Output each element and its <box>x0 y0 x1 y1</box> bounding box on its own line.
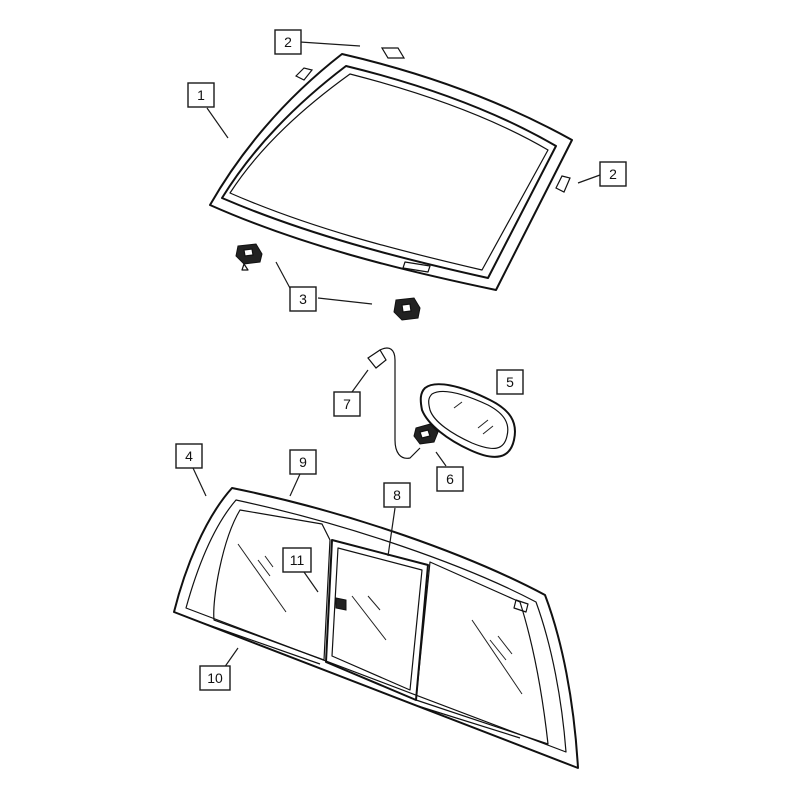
svg-text:6: 6 <box>446 471 454 487</box>
callout-8: 8 <box>383 482 411 508</box>
callout-2-right: 2 <box>599 161 627 187</box>
svg-text:2: 2 <box>284 34 292 50</box>
rearview-mirror <box>419 383 516 458</box>
svg-text:9: 9 <box>299 454 307 470</box>
sensor-part-7 <box>367 347 421 459</box>
svg-text:5: 5 <box>506 374 514 390</box>
clip-part-2-c <box>555 175 571 193</box>
mirror-mount <box>413 423 439 445</box>
svg-text:11: 11 <box>290 552 305 568</box>
callout-3: 3 <box>289 286 317 312</box>
callout-1: 1 <box>187 82 215 108</box>
svg-text:10: 10 <box>207 670 223 686</box>
clip-part-2-b <box>294 67 314 81</box>
callout-9: 9 <box>289 449 317 475</box>
callout-2-top: 2 <box>274 29 302 55</box>
callout-10: 10 <box>199 665 231 691</box>
callout-4: 4 <box>175 443 203 469</box>
svg-text:2: 2 <box>609 166 617 182</box>
windshield <box>209 53 573 291</box>
callout-5: 5 <box>496 369 524 395</box>
clip-part-2-a <box>380 47 406 59</box>
callout-6: 6 <box>436 466 464 492</box>
svg-text:3: 3 <box>299 291 307 307</box>
back-window <box>173 487 579 769</box>
svg-text:7: 7 <box>343 396 351 412</box>
callout-7: 7 <box>333 391 361 417</box>
callout-11: 11 <box>282 547 312 573</box>
svg-text:4: 4 <box>185 448 193 464</box>
svg-text:8: 8 <box>393 487 401 503</box>
svg-text:1: 1 <box>197 87 205 103</box>
bracket-part-3-b <box>393 297 421 321</box>
bracket-part-3-a <box>235 243 263 271</box>
leader-lines <box>192 41 601 669</box>
